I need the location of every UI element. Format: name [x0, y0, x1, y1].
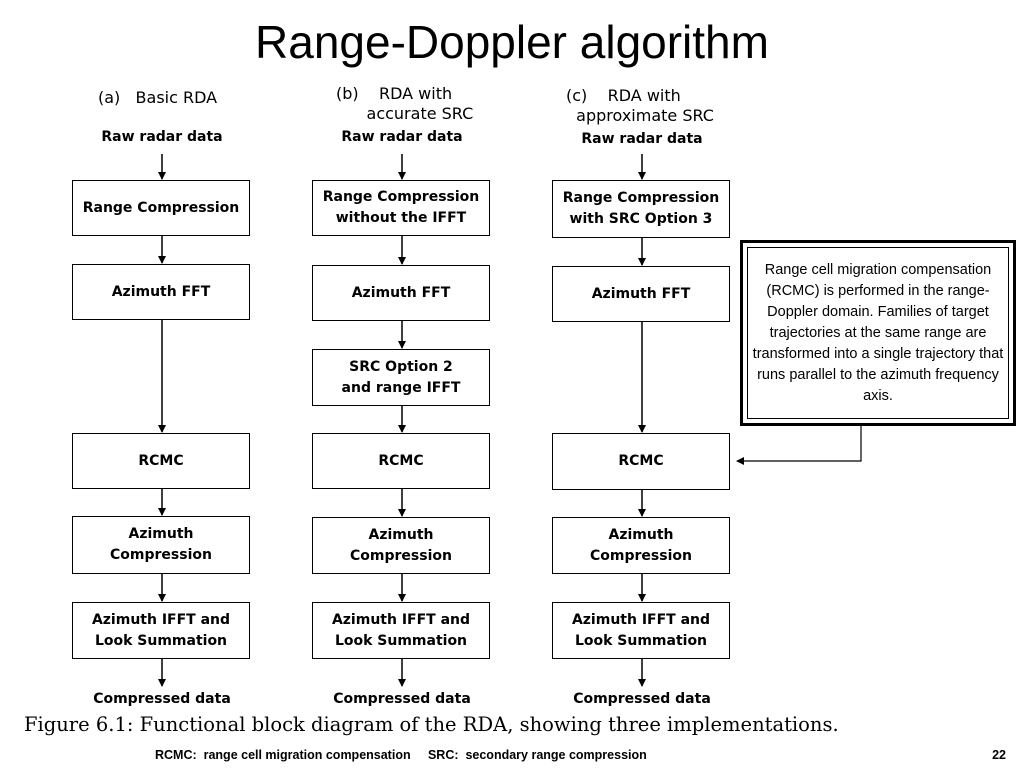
page-number: 22: [992, 748, 1006, 762]
column-c-azimuth-fft-block: Azimuth FFT: [552, 266, 730, 322]
column-b-range-compression-block: Range Compression without the IFFT: [312, 180, 490, 236]
column-a-input-label: Raw radar data: [101, 129, 223, 145]
column-a-heading: (a) Basic RDA: [98, 88, 218, 107]
column-c-heading: (c) RDA with approximate SRC: [566, 86, 714, 125]
column-c-range-compression-block: Range Compression with SRC Option 3: [552, 180, 730, 238]
column-c-output-label: Compressed data: [573, 691, 711, 707]
column-b-rcmc-block: RCMC: [312, 433, 490, 489]
column-b-azimuth-fft-block: Azimuth FFT: [312, 265, 490, 321]
column-c-azimuth-ifft-block: Azimuth IFFT and Look Summation: [552, 602, 730, 659]
column-b-azimuth-ifft-block: Azimuth IFFT and Look Summation: [312, 602, 490, 659]
column-b-heading: (b) RDA with accurate SRC: [336, 84, 474, 123]
column-a-azimuth-ifft-block: Azimuth IFFT and Look Summation: [72, 602, 250, 659]
column-a-azimuth-fft-block: Azimuth FFT: [72, 264, 250, 320]
column-b-output-label: Compressed data: [333, 691, 471, 707]
rcmc-note-box: Range cell migration compensation (RCMC)…: [740, 240, 1016, 426]
column-a-rcmc-block: RCMC: [72, 433, 250, 489]
column-c-rcmc-block: RCMC: [552, 433, 730, 490]
column-a-azimuth-compression-block: Azimuth Compression: [72, 516, 250, 574]
rcmc-note-inner-border: Range cell migration compensation (RCMC)…: [747, 247, 1009, 419]
rcmc-note-text: Range cell migration compensation (RCMC)…: [752, 261, 1004, 404]
slide-title: Range-Doppler algorithm: [255, 16, 769, 68]
column-b-azimuth-compression-block: Azimuth Compression: [312, 517, 490, 574]
figure-caption: Figure 6.1: Functional block diagram of …: [24, 713, 839, 736]
column-a-range-compression-block: Range Compression: [72, 180, 250, 236]
column-c-azimuth-compression-block: Azimuth Compression: [552, 517, 730, 574]
column-b-src-option-2-block: SRC Option 2 and range IFFT: [312, 349, 490, 406]
note-connector-arrow: [736, 426, 862, 465]
abbreviation-footnote: RCMC: range cell migration compensation …: [155, 748, 647, 762]
column-a-output-label: Compressed data: [93, 691, 231, 707]
column-b-input-label: Raw radar data: [341, 129, 463, 145]
column-c-input-label: Raw radar data: [581, 131, 703, 147]
